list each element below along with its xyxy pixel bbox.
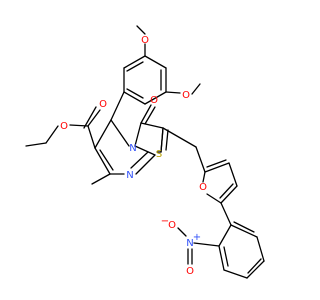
bonds bbox=[25, 25, 265, 279]
atom-n-nitro-charge: + bbox=[193, 232, 201, 243]
atom-o-ester-carbonyl: O bbox=[99, 99, 107, 110]
atom-o-ester-ether: O bbox=[60, 121, 68, 132]
atom-o-nitro-bottom: O bbox=[186, 266, 194, 277]
atom-labels: O O O O O N N S O N + O − O bbox=[60, 35, 207, 277]
atom-o-methoxy-right: O bbox=[182, 90, 190, 101]
atom-n-nitro: N bbox=[186, 238, 193, 249]
atom-o-nitro-left-charge: − bbox=[161, 216, 169, 227]
molecule-canvas: O O O O O N N S O N + O − O bbox=[25, 25, 265, 279]
atom-o-furan: O bbox=[199, 182, 207, 193]
atom-o-methoxy-top: O bbox=[141, 35, 149, 46]
molecule-structure: O O O O O N N S O N + O − O bbox=[25, 25, 265, 279]
atom-o-ketone: O bbox=[150, 95, 158, 106]
atom-s-thiazole: S bbox=[156, 149, 162, 160]
atom-n-imine: N bbox=[126, 170, 133, 181]
atom-o-nitro-left: O bbox=[168, 220, 176, 231]
atom-n-ring: N bbox=[129, 143, 136, 154]
